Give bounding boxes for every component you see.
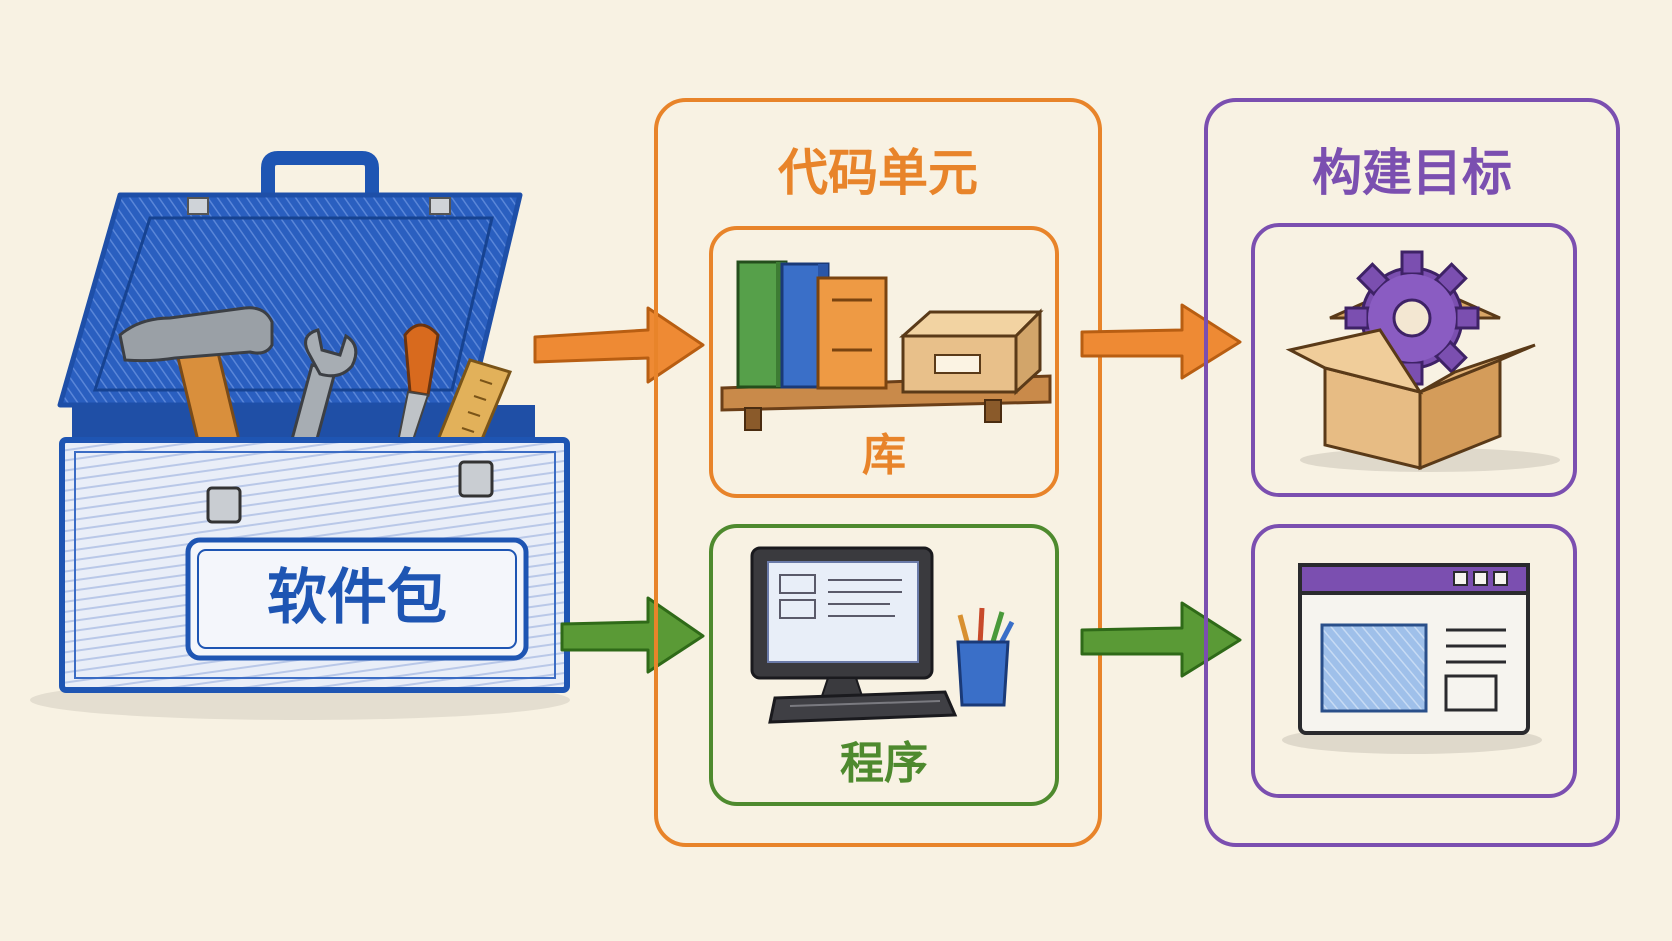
build-targets-group: 构建目标 (1204, 98, 1620, 847)
code-units-group: 代码单元 (654, 98, 1102, 847)
library-label: 库 (862, 430, 906, 481)
toolbox-icon: 软件包 (30, 151, 570, 720)
arrow-package-to-library (533, 306, 705, 384)
arrow-package-to-program (560, 596, 705, 674)
pencil-cup-icon (956, 607, 1015, 707)
program-card: 程序 (709, 524, 1059, 806)
storage-box-icon (899, 308, 1044, 396)
application-window-icon (1282, 563, 1542, 754)
code-units-title: 代码单元 (777, 144, 978, 202)
build-target-library-card (1251, 223, 1577, 497)
desktop-computer-icon (750, 546, 958, 724)
arrow-library-to-target (1080, 303, 1242, 380)
arrow-program-to-target (1080, 601, 1242, 678)
program-label: 程序 (840, 738, 928, 789)
library-card: 库 (709, 226, 1059, 498)
build-target-program-card (1251, 524, 1577, 798)
build-targets-title: 构建目标 (1312, 144, 1512, 202)
books-on-shelf-icon (720, 260, 1052, 431)
gear-in-box-icon (1285, 250, 1560, 472)
package-label: 软件包 (267, 563, 447, 633)
